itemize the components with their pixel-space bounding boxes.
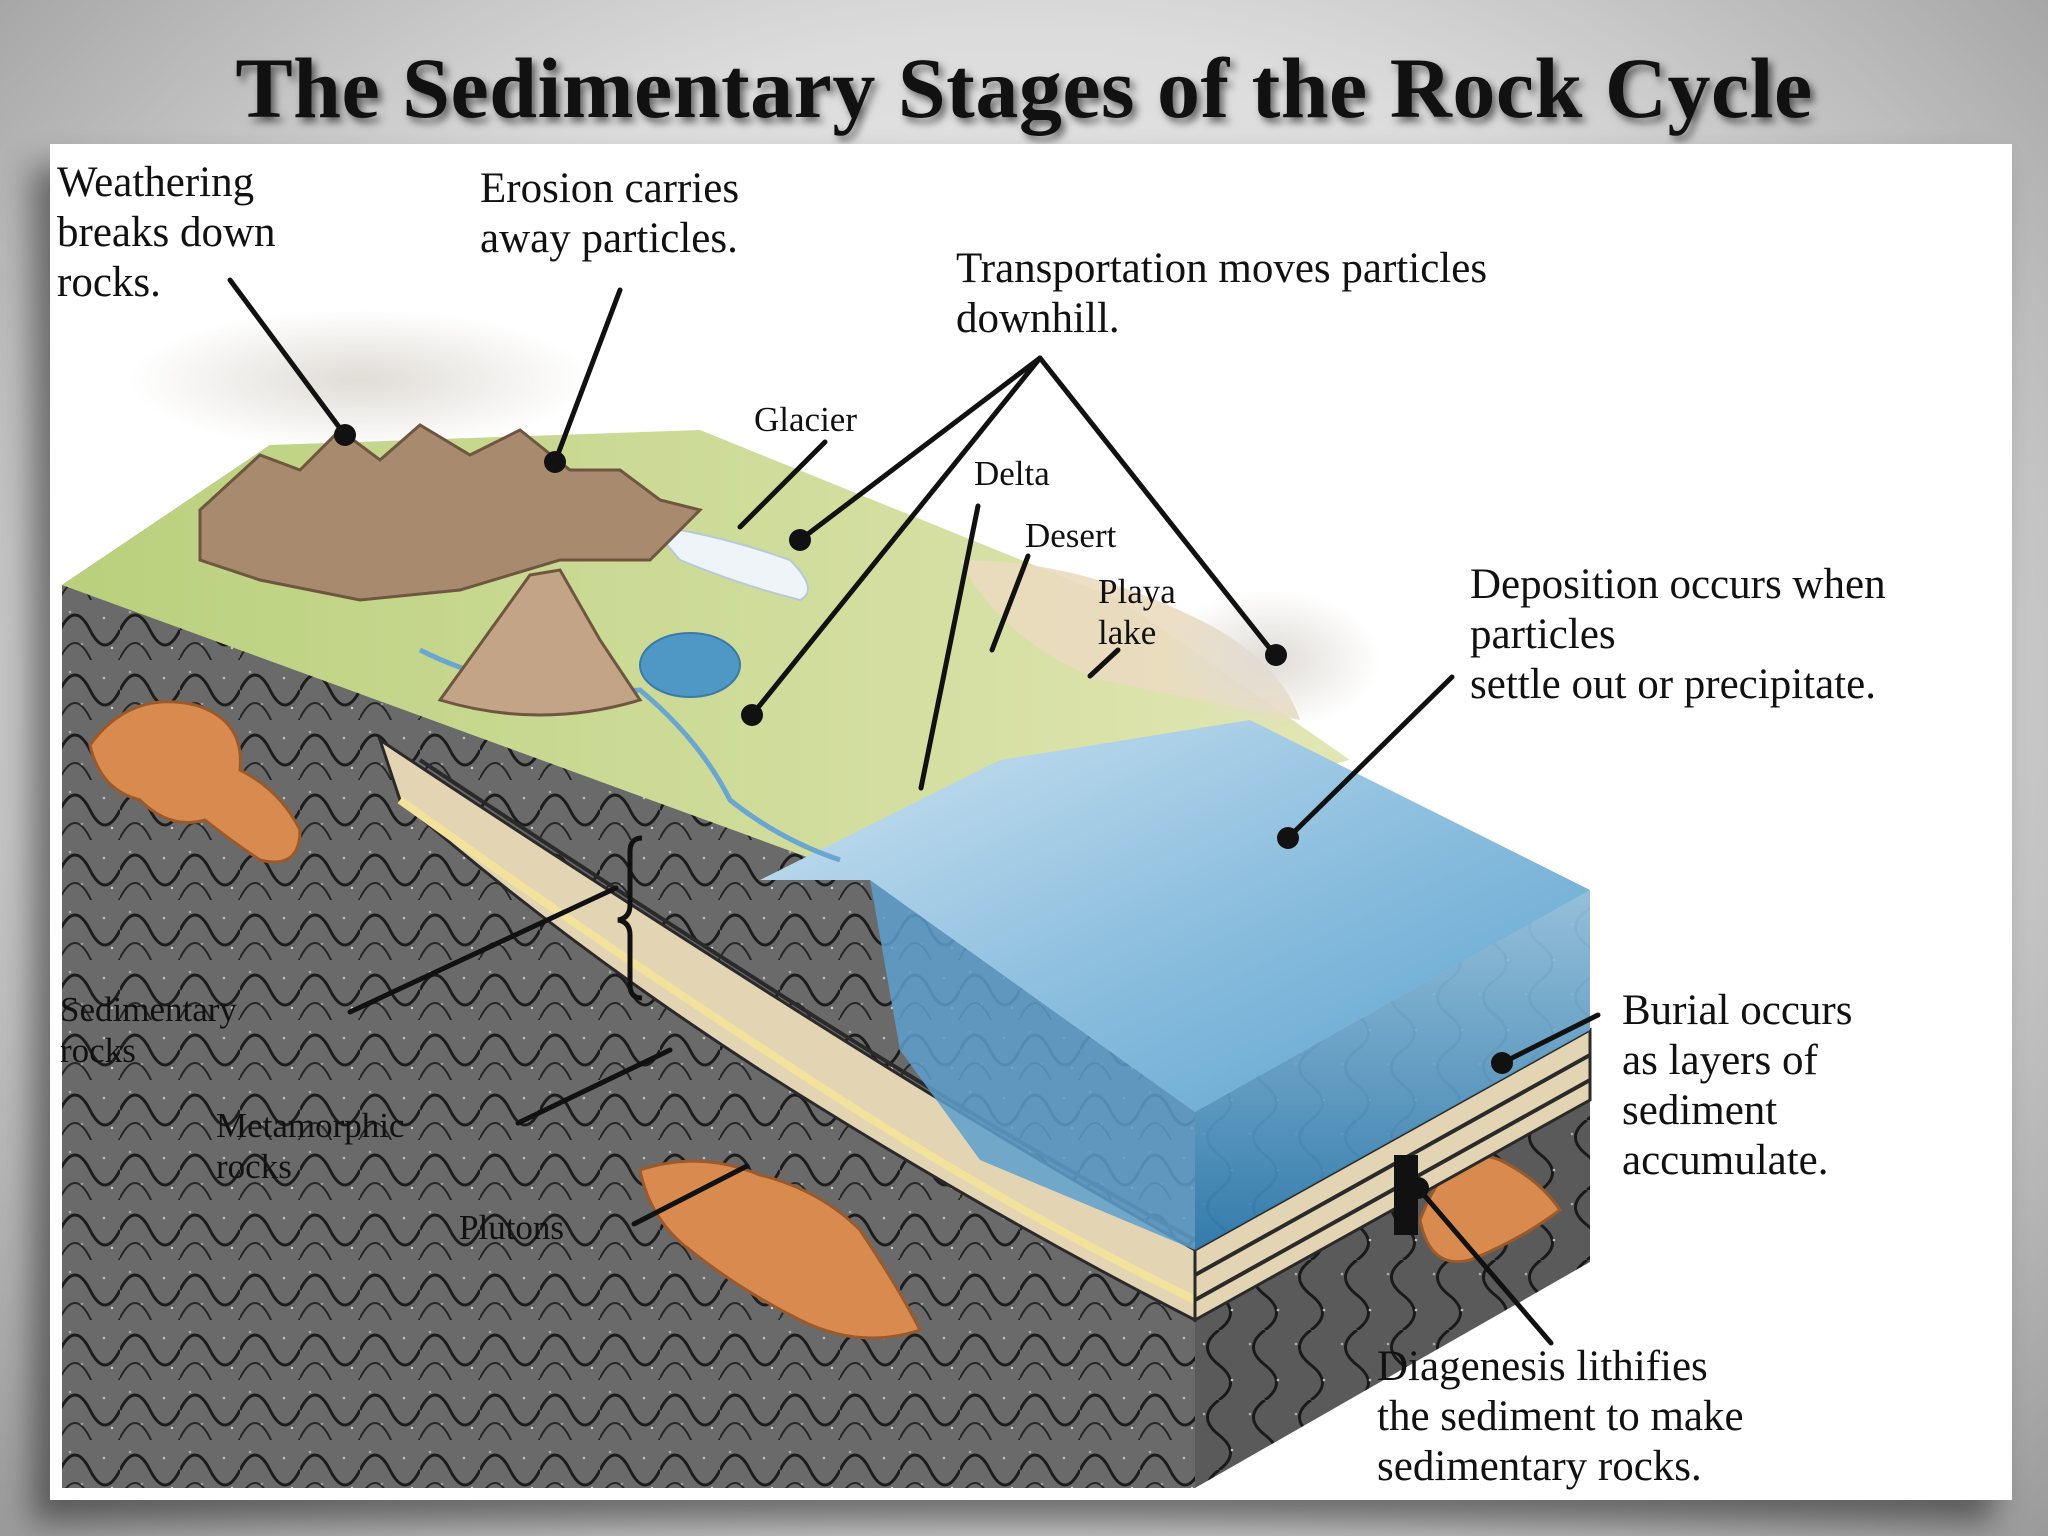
volcano xyxy=(437,568,643,717)
lake xyxy=(639,632,741,698)
metamorphic-rocks-label: Metamorphic rocks xyxy=(216,1106,405,1187)
glacier-leader xyxy=(737,439,828,530)
page-title: The Sedimentary Stages of the Rock Cycle xyxy=(235,40,1813,136)
playa-lake-line: Playa xyxy=(1098,572,1176,611)
burial-line: accumulate. xyxy=(1622,1136,1829,1184)
erosion-leader xyxy=(552,287,623,465)
burial-line: Burial occurs xyxy=(1622,987,1853,1034)
transportation-line: Transportation moves particles xyxy=(956,245,1488,292)
burial-leader xyxy=(1499,1012,1601,1066)
burial-line: as layers of xyxy=(1622,1036,1818,1084)
erosion-line: away particles. xyxy=(480,214,738,262)
delta-label: Delta xyxy=(974,454,1050,495)
transportation-leader-lake xyxy=(749,355,1043,718)
sedimentary-rocks-label: Sedimentary rocks xyxy=(60,990,237,1071)
metamorphic-rocks-line: rocks xyxy=(216,1146,292,1186)
pluton xyxy=(88,700,302,864)
pluton xyxy=(638,1159,923,1340)
diagenesis-line: sedimentary rocks. xyxy=(1377,1442,1702,1490)
plutons-line: Plutons xyxy=(459,1208,565,1247)
metamorphic-rocks-line: Metamorphic xyxy=(216,1106,405,1145)
burial-line: sediment xyxy=(1622,1086,1778,1134)
sedimentary-rocks-leader xyxy=(347,885,619,1015)
plutons-leader xyxy=(631,1163,750,1227)
glacier xyxy=(647,523,809,602)
deposition-line: Deposition occurs when xyxy=(1470,561,1886,608)
diagenesis-leader xyxy=(1415,1185,1554,1346)
core-sample xyxy=(1394,1155,1418,1235)
erosion-label: Erosion carries away particles. xyxy=(480,164,739,264)
leader-dot xyxy=(1491,1052,1513,1074)
storm-cloud xyxy=(130,310,590,450)
weathering-line: rocks. xyxy=(57,258,161,306)
glacier-line: Glacier xyxy=(754,400,857,439)
sedimentary-bracket xyxy=(617,835,643,1001)
transportation-leader-glacier xyxy=(797,355,1043,543)
weathering-label: Weathering breaks down rocks. xyxy=(57,158,276,308)
deposition-line: particles xyxy=(1470,610,1616,658)
sediment-layer xyxy=(1194,1053,1591,1302)
delta-leader xyxy=(918,503,981,791)
sedimentary-rocks-line: rocks xyxy=(60,1030,136,1070)
metamorphic-rocks-leader xyxy=(515,1047,673,1126)
deposition-label: Deposition occurs when particles settle … xyxy=(1470,560,1886,710)
diagenesis-line: Diagenesis lithifies xyxy=(1377,1343,1708,1390)
leader-dots xyxy=(334,424,1513,1199)
diagenesis-line: the sediment to make xyxy=(1377,1392,1744,1440)
erosion-line: Erosion carries xyxy=(480,165,740,212)
leader-dot xyxy=(741,704,763,726)
ocean-front-face xyxy=(1195,890,1590,1250)
leader-dot xyxy=(334,424,356,446)
leader-lines xyxy=(227,277,1601,1346)
sediment-layer xyxy=(397,796,1197,1304)
sediment-layer xyxy=(1193,1027,1592,1323)
burial-label: Burial occurs as layers of sediment accu… xyxy=(1622,986,1852,1186)
weathering-leader xyxy=(227,277,348,438)
playa-lake-leader xyxy=(1087,647,1121,679)
deposition-line: settle out or precipitate. xyxy=(1470,660,1876,708)
plutons-label: Plutons xyxy=(459,1208,564,1249)
sedimentary-rocks-line: Sedimentary xyxy=(60,990,237,1029)
ocean-surface xyxy=(760,720,1590,1112)
ocean-cross-section xyxy=(870,880,1195,1250)
transportation-line: downhill. xyxy=(956,294,1120,342)
weathering-line: Weathering xyxy=(57,159,255,206)
leader-dot xyxy=(544,451,566,473)
playa-lake-line: lake xyxy=(1098,612,1157,652)
transportation-label: Transportation moves particles downhill. xyxy=(956,244,1487,344)
leader-dot xyxy=(1277,827,1299,849)
playa-lake-label: Playa lake xyxy=(1098,572,1176,653)
leader-dot xyxy=(1265,644,1287,666)
desert-line: Desert xyxy=(1025,516,1117,555)
weathering-line: breaks down xyxy=(57,208,276,256)
delta-line: Delta xyxy=(974,454,1050,493)
diagenesis-label: Diagenesis lithifies the sediment to mak… xyxy=(1377,1342,1744,1492)
deposition-leader xyxy=(1285,674,1455,841)
desert-label: Desert xyxy=(1025,516,1116,557)
desert-leader xyxy=(989,553,1031,653)
transportation-leader-cloud xyxy=(1037,355,1278,658)
leader-dot xyxy=(789,529,811,551)
glacier-label: Glacier xyxy=(754,400,857,441)
